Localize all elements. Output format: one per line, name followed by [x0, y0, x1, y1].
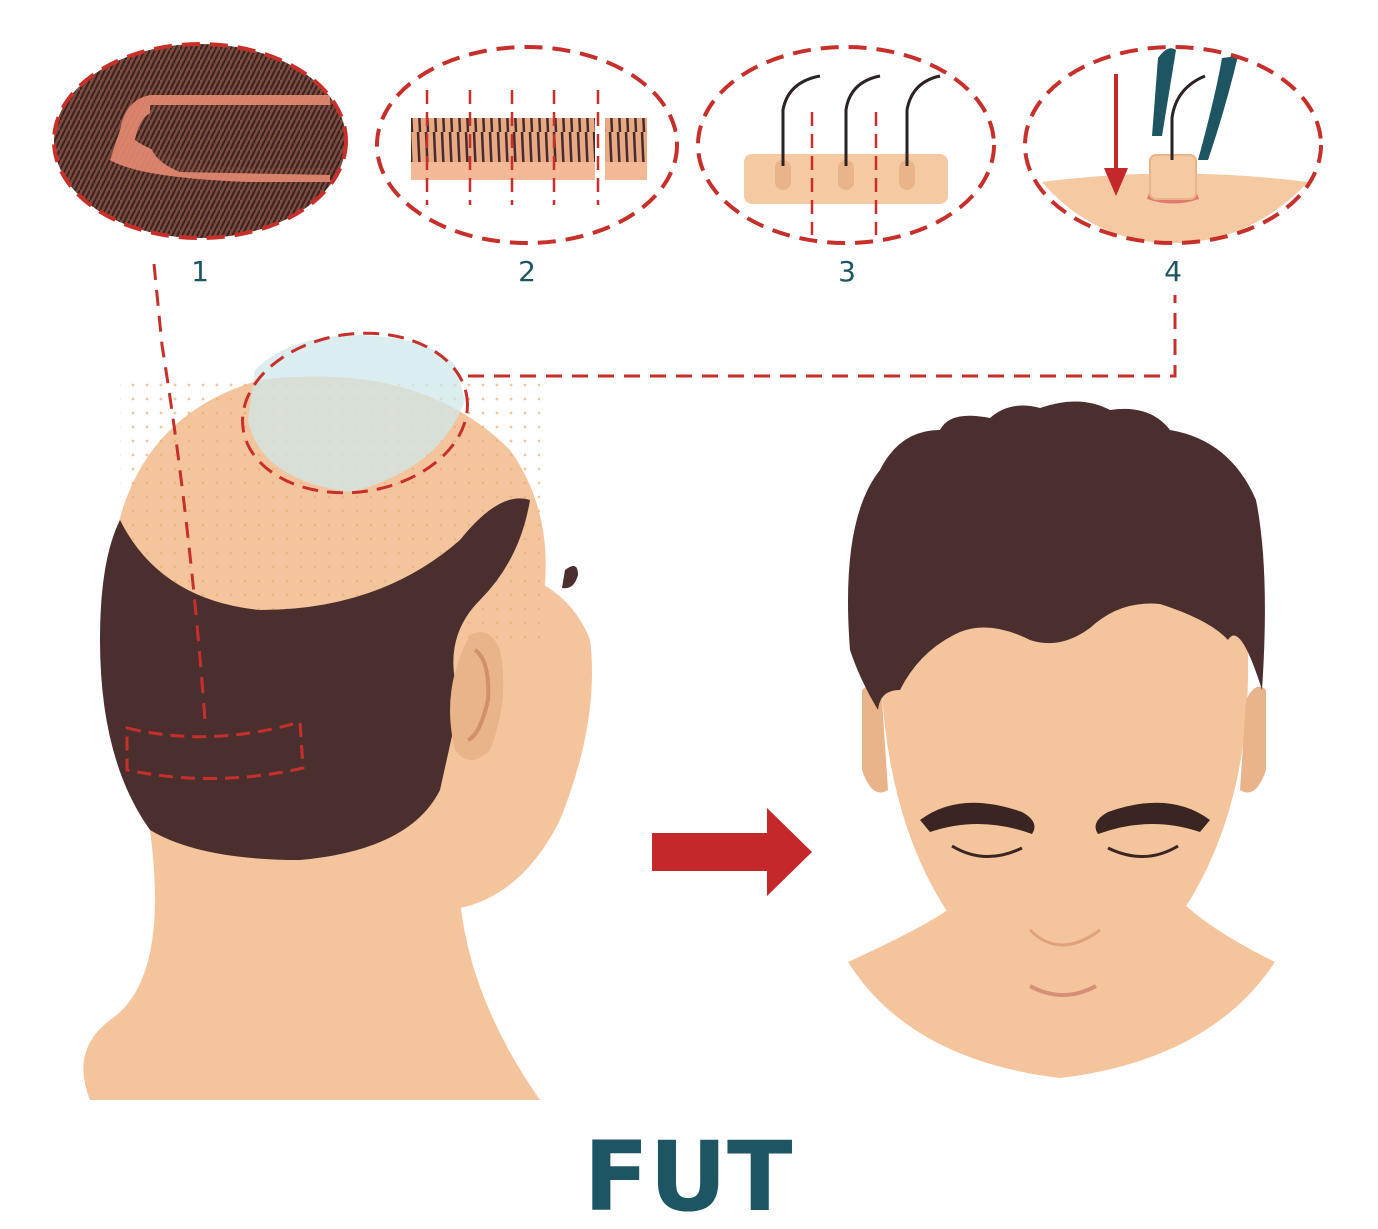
step-1-number: 1 — [191, 255, 209, 288]
head-before-back-view — [83, 331, 592, 1100]
step-1-donor-area-illustration — [52, 42, 348, 240]
step-2-strip-dissection-illustration — [375, 45, 679, 245]
head-after-front-view — [848, 401, 1275, 1078]
result-arrow-icon — [652, 808, 812, 896]
connector-lines — [152, 263, 1177, 721]
step-4-number: 4 — [1164, 255, 1182, 288]
step-3-follicular-units-illustration — [696, 45, 996, 245]
page-title: FUT — [583, 1121, 792, 1229]
step-2-number: 2 — [518, 255, 536, 288]
step-3-number: 3 — [838, 255, 856, 288]
step-4-implantation-illustration — [1023, 45, 1323, 245]
